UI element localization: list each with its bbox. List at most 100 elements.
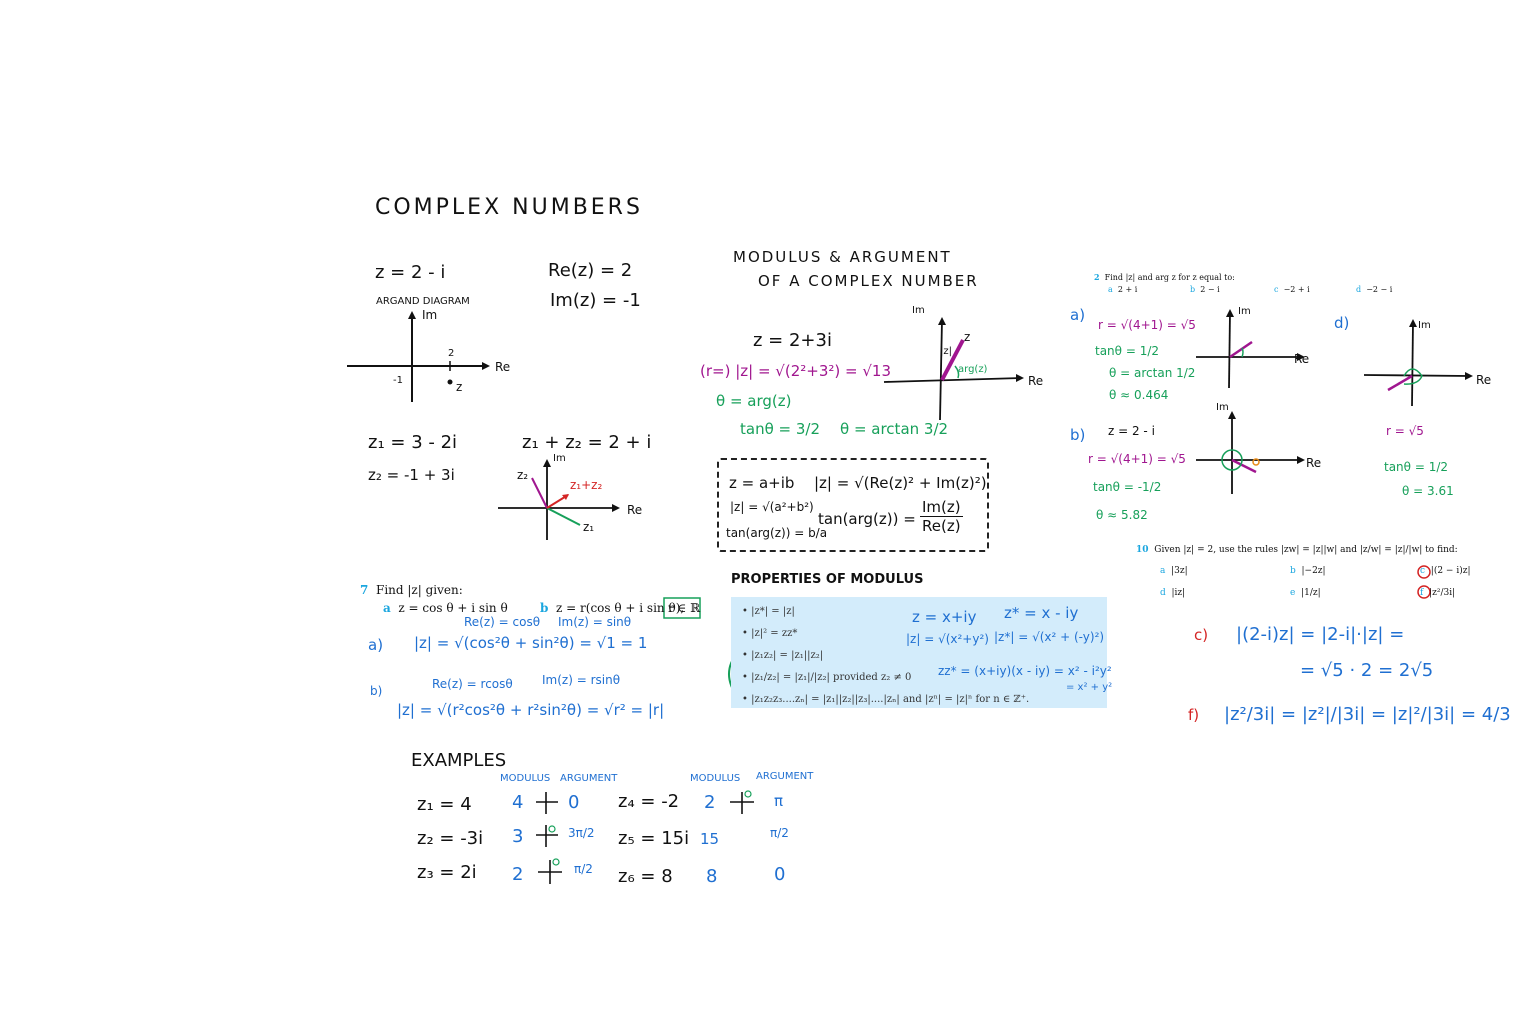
summary-tan: tan(arg(z)) = b/a (726, 526, 828, 540)
tick-minus1: -1 (393, 375, 403, 386)
q7-option-b: b z = r(cos θ + i sin θ), (540, 601, 685, 615)
q7-text: Find |z| given: (376, 583, 463, 597)
q2-b-tan: tanθ = -1/2 (1093, 480, 1162, 494)
property-item: • |z₁z₂z₃....zₙ| = |z₁||z₂||z₃|....|zₙ| … (742, 694, 1030, 705)
sum-vector-label: z₁+z₂ (570, 478, 603, 492)
z-definition: z = 2 - i (375, 262, 446, 283)
q2-d-tan: tanθ = 1/2 (1384, 460, 1449, 474)
mod-axis-re: Re (1028, 374, 1044, 388)
q10-c-line2: = √5 · 2 = 2√5 (1300, 660, 1434, 681)
q2-b-approx: θ ≈ 5.82 (1096, 508, 1148, 522)
property-item: • |z₁/z₂| = |z₁|/|z₂| provided z₂ ≠ 0 (742, 672, 912, 683)
example-z4-arg: π (774, 792, 784, 810)
mod-z-label: z (964, 330, 971, 344)
summary-box (717, 458, 989, 552)
q2-b-label: b) (1070, 426, 1086, 444)
properties-list: • |z*| = |z| • |z|² = zz* • |z₁z₂| = |z₁… (742, 601, 1029, 711)
example-z3-arg: π/2 (574, 862, 593, 876)
example-z2-mod: 3 (512, 826, 524, 847)
q2-prompt: 2 Find |z| and arg z for z equal to: (1094, 272, 1235, 282)
q7-option-a: a z = cos θ + i sin θ (383, 601, 508, 615)
tan-theta: tanθ = 3/2 (740, 420, 821, 438)
imag-part: Im(z) = -1 (550, 290, 641, 311)
examples-col-argument-2: ARGUMENT (756, 771, 814, 782)
q2-a-axis-im: Im (1238, 306, 1251, 317)
q10-option-c: c |(2 − i)z| (1420, 566, 1471, 576)
properties-heading: PROPERTIES OF MODULUS (731, 572, 924, 587)
q7-answer-b-label: b) (370, 684, 383, 698)
examples-col-modulus: MODULUS (500, 773, 551, 784)
q7-answer-a-label: a) (368, 636, 384, 654)
q7-number: 7 (360, 583, 369, 597)
q10-option-a: a |3z| (1160, 566, 1188, 576)
mod-axis-im: Im (912, 305, 925, 316)
prop-note-z: z = x+iy (912, 608, 977, 626)
q2-a-approx: θ ≈ 0.464 (1109, 388, 1169, 402)
example-z6: z₆ = 8 (618, 866, 673, 887)
property-item: • |z|² = zz* (742, 628, 798, 639)
q10-f-line: |z²/3i| = |z²|/|3i| = |z|²/|3i| = 4/3 (1224, 704, 1511, 725)
property-item: • |z*| = |z| (742, 606, 795, 617)
z1-definition: z₁ = 3 - 2i (368, 432, 458, 453)
axis-im-label: Im (422, 308, 438, 322)
q2-b-axis-im: Im (1216, 402, 1229, 413)
prop-note-absconj: |z*| = √(x² + (-y)²) (994, 630, 1105, 644)
q10-option-f: f |z²/3i| (1420, 588, 1456, 598)
q10-f-label: f) (1188, 706, 1200, 724)
example-z4: z₄ = -2 (618, 791, 680, 812)
properties-panel (731, 597, 1107, 708)
arctan-theta: θ = arctan 3/2 (840, 420, 949, 438)
theta-definition: θ = arg(z) (716, 392, 792, 410)
z2-definition: z₂ = -1 + 3i (368, 466, 455, 484)
q7-re-b: Re(z) = rcosθ (432, 677, 513, 691)
diagram-im-label: Im (553, 453, 566, 464)
prop-note-zconj: z* = x - iy (1004, 604, 1079, 622)
q7-answer-a: |z| = √(cos²θ + sin²θ) = √1 = 1 (414, 634, 648, 652)
modulus-title-2: OF A COMPLEX NUMBER (758, 272, 979, 290)
q7-im-a: Im(z) = sinθ (558, 615, 632, 629)
q2-a-tan: tanθ = 1/2 (1095, 344, 1160, 358)
prop-note-result: = x² + y² (1066, 682, 1113, 693)
example-z5-arg: π/2 (770, 826, 789, 840)
prop-note-product: zz* = (x+iy)(x - iy) = x² - i²y² (938, 664, 1112, 678)
axis-re-label: Re (495, 360, 511, 374)
q2-b-axis-re: Re (1306, 456, 1322, 470)
q2-b-z: z = 2 - i (1108, 424, 1155, 438)
modulus-formula: (r=) |z| = √(2²+3²) = √13 (700, 362, 891, 380)
example-z3: z₃ = 2i (417, 862, 477, 883)
example-z6-mod: 8 (706, 866, 718, 887)
example-z1-arg: 0 (568, 792, 580, 813)
q7-re-a: Re(z) = cosθ (464, 615, 541, 629)
example-z2: z₂ = -3i (417, 828, 484, 849)
argand-label: ARGAND DIAGRAM (376, 296, 470, 307)
q2-d-axis-re: Re (1476, 373, 1492, 387)
example-z6-arg: 0 (774, 864, 786, 885)
modulus-title-1: MODULUS & ARGUMENT (733, 248, 952, 266)
q10-c-line1: |(2-i)z| = |2-i|·|z| = (1236, 624, 1405, 645)
q2-option-d: d −2 − i (1356, 285, 1393, 294)
q2-a-theta: θ = arctan 1/2 (1109, 366, 1196, 380)
q2-d-r: r = √5 (1386, 424, 1424, 438)
summary-tan2-num: Im(z) (920, 498, 963, 517)
summary-z: z = a+ib (729, 474, 795, 492)
example-z4-mod: 2 (704, 792, 716, 813)
q7-prompt: 7 Find |z| given: (360, 583, 463, 597)
summary-tan2-den: Re(z) (922, 517, 961, 535)
q2-option-c: c −2 + i (1274, 285, 1310, 294)
example-z5: z₅ = 15i (618, 828, 690, 849)
q2-d-axis-im: Im (1418, 320, 1431, 331)
q2-option-b: b 2 − i (1190, 285, 1220, 294)
property-item: • |z₁z₂| = |z₁||z₂| (742, 650, 824, 661)
point-z-label: z (456, 380, 463, 394)
example-z1-mod: 4 (512, 792, 524, 813)
mod-abs-label: |z| (940, 346, 952, 357)
summary-abs: |z| = √(a²+b²) (730, 500, 814, 514)
q2-option-a: a 2 + i (1108, 285, 1138, 294)
q7-im-b: Im(z) = rsinθ (542, 673, 621, 687)
z1-vector-label: z₁ (583, 520, 595, 534)
q2-a-label: a) (1070, 306, 1086, 324)
examples-col-modulus-2: MODULUS (690, 773, 741, 784)
prop-note-abs: |z| = √(x²+y²) (906, 632, 989, 646)
example-z5-mod: 15 (700, 830, 720, 848)
